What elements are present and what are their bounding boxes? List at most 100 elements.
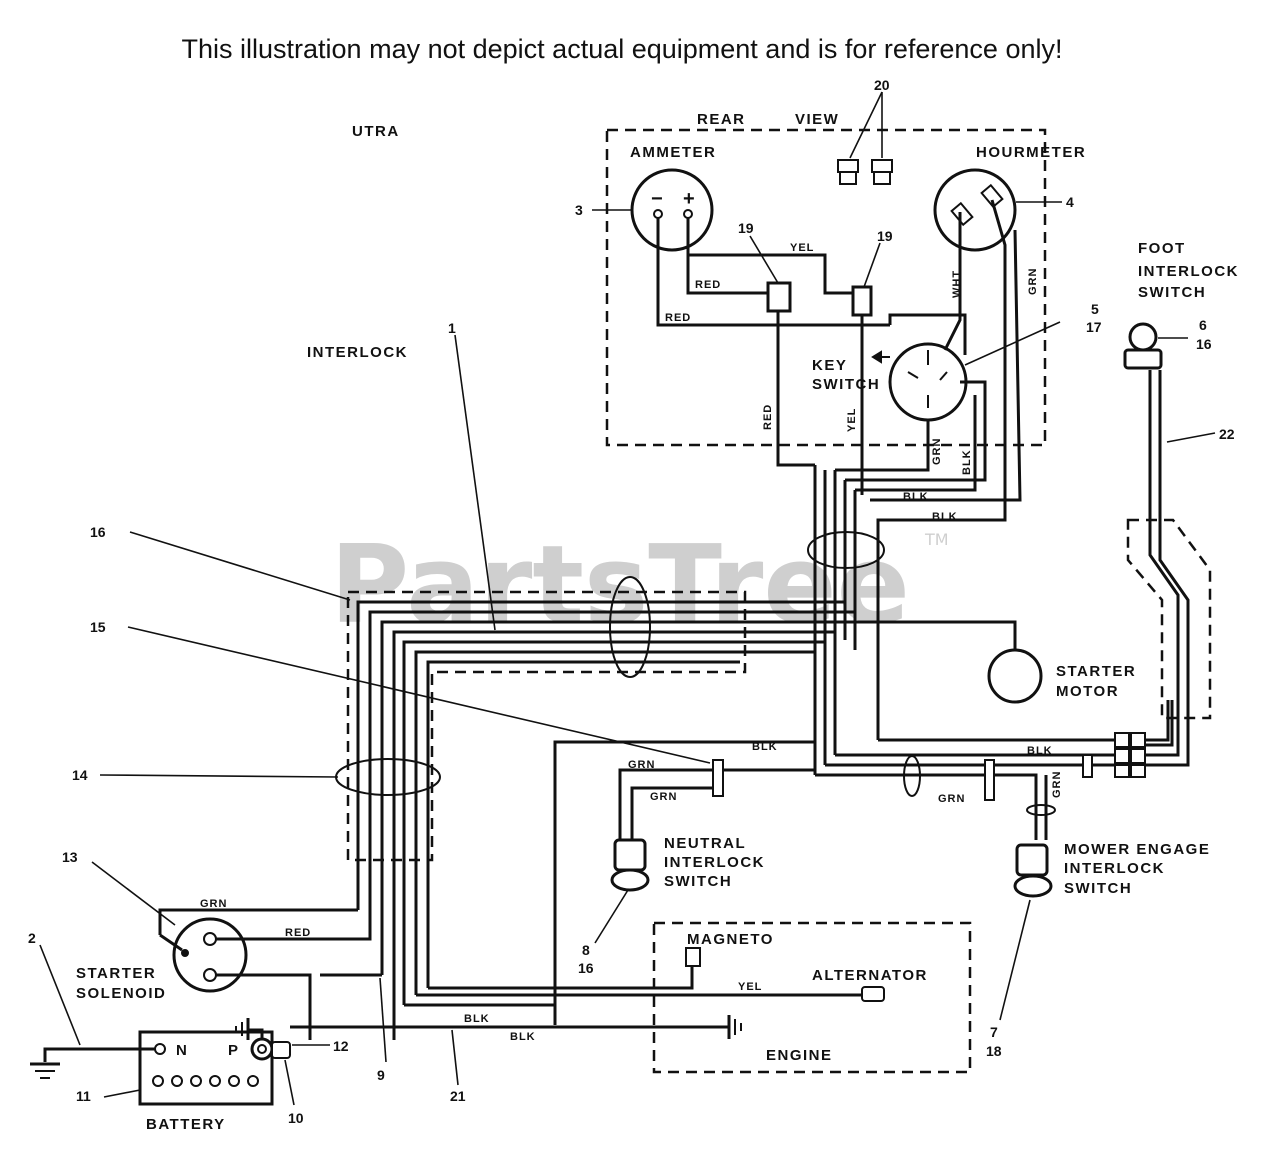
wire-grn-7: GRN <box>200 898 227 910</box>
callout-11: 11 <box>76 1088 91 1104</box>
battery-n-label: N <box>176 1042 188 1059</box>
callout-14: 14 <box>72 767 88 783</box>
neutral-switch-plunger <box>610 868 650 892</box>
neutral-interlock-switch <box>613 838 647 872</box>
callout-12: 12 <box>333 1038 349 1054</box>
wire-blk-3: BLK <box>932 511 958 523</box>
key-switch-label-1: KEY <box>812 357 847 374</box>
wire-blk-4: BLK <box>752 741 778 753</box>
mower-engage-switch <box>1015 843 1049 877</box>
mower-label-3: SWITCH <box>1064 880 1132 897</box>
callout-4: 4 <box>1066 194 1074 210</box>
wire-blk-7: BLK <box>510 1031 536 1043</box>
mower-label-2: INTERLOCK <box>1064 860 1165 877</box>
interlock-label: INTERLOCK <box>307 344 408 361</box>
callout-13: 13 <box>62 849 78 865</box>
starter-solenoid <box>172 917 248 993</box>
wire-red-2: RED <box>695 279 721 291</box>
callout-1: 1 <box>448 320 456 336</box>
battery-terminal-p <box>250 1037 274 1061</box>
wire-grn-4: GRN <box>650 791 677 803</box>
starter-motor-label-2: MOTOR <box>1056 683 1119 700</box>
harness-tie-mower <box>1026 804 1056 816</box>
magneto-label: MAGNETO <box>687 931 774 948</box>
callout-7: 7 <box>990 1024 998 1040</box>
callout-2: 2 <box>28 930 36 946</box>
ammeter-minus: − <box>651 188 664 210</box>
solenoid-label-1: STARTER <box>76 965 156 982</box>
wire-blk-5: BLK <box>1027 745 1053 757</box>
wire-red-1: RED <box>665 312 691 324</box>
wire-red-4: RED <box>285 927 311 939</box>
battery <box>138 1030 274 1106</box>
callout-15: 15 <box>90 619 106 635</box>
wire-grn-6: GRN <box>1051 771 1063 798</box>
mower-switch-plunger <box>1013 874 1053 898</box>
model-label: UTRA <box>352 123 400 140</box>
ammeter-plus: + <box>683 188 696 210</box>
battery-top-ground-icon <box>235 1018 250 1040</box>
wire-grn-2: GRN <box>931 438 943 465</box>
wire-grn-1: GRN <box>1027 268 1039 295</box>
foot-label-2: INTERLOCK <box>1138 263 1239 280</box>
solenoid-terminal-small <box>181 949 189 957</box>
callout-5: 5 <box>1091 301 1099 317</box>
rear-label: REAR <box>697 111 746 128</box>
view-label: VIEW <box>795 111 839 128</box>
wire-blk-6: BLK <box>464 1013 490 1025</box>
callout-18: 18 <box>986 1043 1002 1059</box>
callout-20: 20 <box>874 77 890 93</box>
starter-motor-label-1: STARTER <box>1056 663 1136 680</box>
wire-grn-3: GRN <box>628 759 655 771</box>
neutral-label-1: NEUTRAL <box>664 835 746 852</box>
alternator-label: ALTERNATOR <box>812 967 928 984</box>
wire-blk-1: BLK <box>961 449 973 475</box>
callout-10: 10 <box>288 1110 304 1126</box>
harness-tie-upper <box>807 531 885 569</box>
callout-17: 17 <box>1086 319 1102 335</box>
harness-tie-1 <box>609 576 651 678</box>
neutral-label-3: SWITCH <box>664 873 732 890</box>
foot-interlock-body <box>1123 348 1163 370</box>
watermark-tm: TM <box>924 530 949 549</box>
solenoid-label-2: SOLENOID <box>76 985 166 1002</box>
key-switch-label-2: SWITCH <box>812 376 880 393</box>
ammeter-label: AMMETER <box>630 144 716 161</box>
connector-20 <box>837 91 893 185</box>
engine-box <box>652 921 972 1074</box>
ammeter-gauge <box>630 168 714 252</box>
wire-wht-1: WHT <box>951 270 963 298</box>
wire-blk-2: BLK <box>903 491 929 503</box>
connector-19b <box>851 285 873 317</box>
callout-19a: 19 <box>738 220 754 236</box>
battery-label: BATTERY <box>146 1116 226 1133</box>
multi-connector <box>1114 732 1146 778</box>
engine-label: ENGINE <box>766 1047 833 1064</box>
callout-9: 9 <box>377 1067 385 1083</box>
wire-yel-1: YEL <box>790 242 814 254</box>
foot-label-3: SWITCH <box>1138 284 1206 301</box>
interlock-harness-box <box>346 590 747 862</box>
magneto <box>685 947 701 967</box>
mower-label-1: MOWER ENGAGE <box>1064 841 1210 858</box>
wire-grn-5: GRN <box>938 793 965 805</box>
battery-cells <box>152 1075 259 1087</box>
harness-tie-right <box>903 755 921 797</box>
connector-19a <box>766 281 792 313</box>
hourmeter-label: HOURMETER <box>976 144 1086 161</box>
callout-16c: 16 <box>90 524 106 540</box>
foot-label-1: FOOT <box>1138 240 1186 257</box>
alternator <box>861 986 885 1002</box>
connector-15 <box>712 759 724 797</box>
callout-8: 8 <box>582 942 590 958</box>
battery-clamp <box>271 1041 291 1059</box>
wire-yel-2: YEL <box>846 408 858 432</box>
callout-3: 3 <box>575 202 583 218</box>
callout-21: 21 <box>450 1088 466 1104</box>
callout-16b: 16 <box>578 960 594 976</box>
foot-harness-box <box>1126 518 1212 720</box>
disclaimer-text: This illustration may not depict actual … <box>182 34 1063 64</box>
battery-p-label: P <box>228 1042 240 1059</box>
chassis-ground-icon <box>30 1062 60 1079</box>
